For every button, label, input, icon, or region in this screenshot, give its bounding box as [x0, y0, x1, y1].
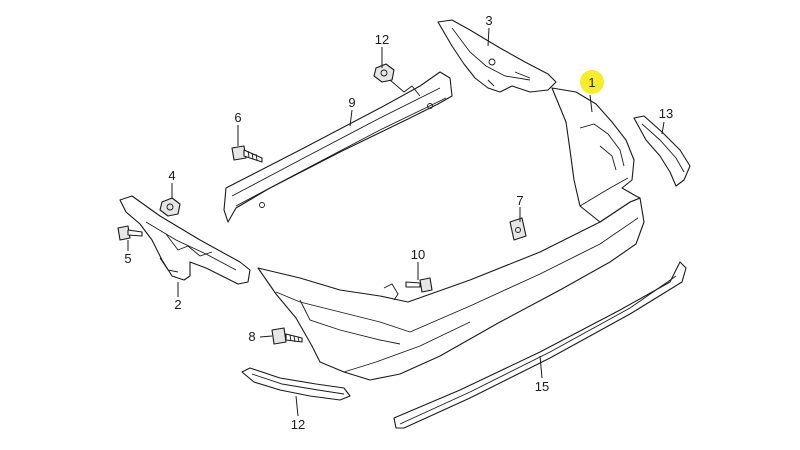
callout-label-6[interactable]: 6: [234, 110, 241, 125]
part-8-screw: [271, 327, 303, 345]
callout-label-9[interactable]: 9: [348, 95, 355, 110]
part-10-bolt: [405, 277, 433, 293]
part-7-clip: [509, 217, 527, 241]
part-6-bolt: [231, 145, 263, 163]
callout-label-4[interactable]: 4: [168, 168, 175, 183]
part-2-bracket: [119, 195, 251, 285]
callout-label-8[interactable]: 8: [248, 329, 255, 344]
leader-lines: [127, 27, 665, 417]
callout-label-15[interactable]: 15: [535, 379, 549, 394]
callout-1-highlight[interactable]: 1: [580, 70, 604, 94]
part-15-long-trim: [393, 261, 687, 429]
highlight-circle: [580, 70, 604, 94]
callout-label-12-bottom[interactable]: 12: [291, 417, 305, 432]
part-4-nut: [159, 197, 181, 217]
callout-label-7[interactable]: 7: [516, 193, 523, 208]
callout-label-3[interactable]: 3: [485, 13, 492, 28]
part-12-clip-nut-top: [373, 63, 395, 83]
part-13-trim-strip: [633, 115, 691, 187]
callout-label-1: 1: [588, 75, 595, 90]
callout-label-2[interactable]: 2: [174, 297, 181, 312]
part-1-bumper-cover: [257, 87, 645, 381]
part-3-bracket: [437, 19, 557, 93]
part-5-bolt: [117, 225, 143, 241]
callout-label-10[interactable]: 10: [411, 247, 425, 262]
callout-label-5[interactable]: 5: [124, 251, 131, 266]
part-12-lower-trim: [241, 367, 351, 401]
callout-label-12-top[interactable]: 12: [375, 32, 389, 47]
part-9-reinforcement: [223, 71, 453, 223]
callout-label-13[interactable]: 13: [659, 106, 673, 121]
